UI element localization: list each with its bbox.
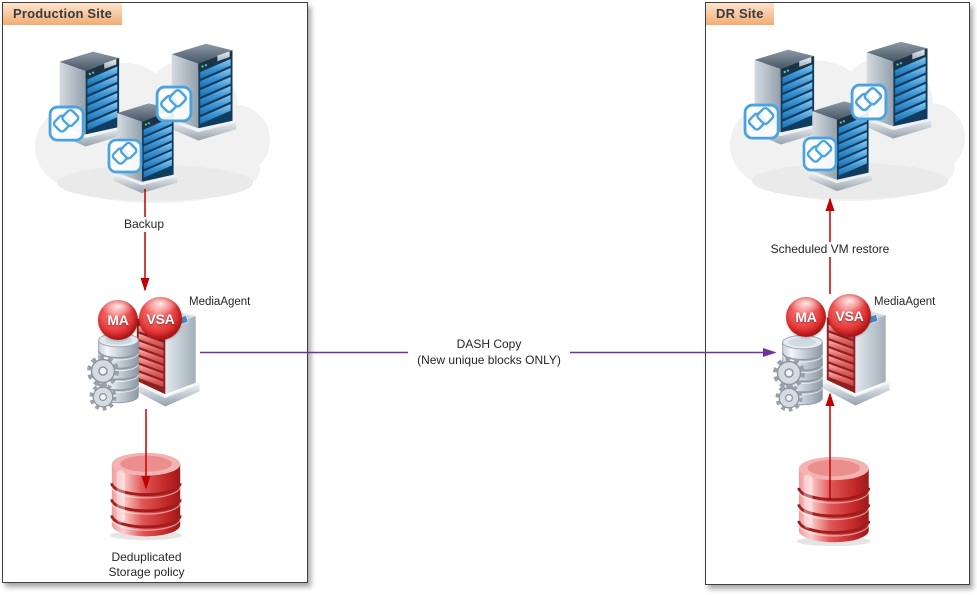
storage-label-line1: Deduplicated xyxy=(111,550,182,564)
storage-label-line2: Storage policy xyxy=(108,565,185,579)
deduplicated-storage-label: Deduplicated Storage policy xyxy=(94,550,199,580)
scheduled-vm-restore-label: Scheduled VM restore xyxy=(763,242,897,257)
ma-sphere-dr: MA xyxy=(786,297,826,337)
backup-arrow-label: Backup xyxy=(112,217,176,232)
dash-copy-label: DASH Copy (New unique blocks ONLY) xyxy=(408,336,570,368)
mediaagent-label-production: MediaAgent xyxy=(189,296,251,308)
dash-copy-line1: DASH Copy xyxy=(456,337,522,351)
vm-cloud-icon-dr xyxy=(730,42,965,201)
vsa-sphere-production: VSA xyxy=(139,297,182,340)
ma-sphere-production: MA xyxy=(98,300,138,340)
dr-site-label: DR Site xyxy=(706,3,774,25)
vm-cloud-icon-production xyxy=(35,44,270,203)
dash-copy-line2: (New unique blocks ONLY) xyxy=(417,353,561,367)
vsa-sphere-dr: VSA xyxy=(828,294,871,337)
production-site-label: Production Site xyxy=(3,3,123,25)
mediaagent-label-dr: MediaAgent xyxy=(874,296,936,308)
dr-storage-icon xyxy=(795,455,873,548)
